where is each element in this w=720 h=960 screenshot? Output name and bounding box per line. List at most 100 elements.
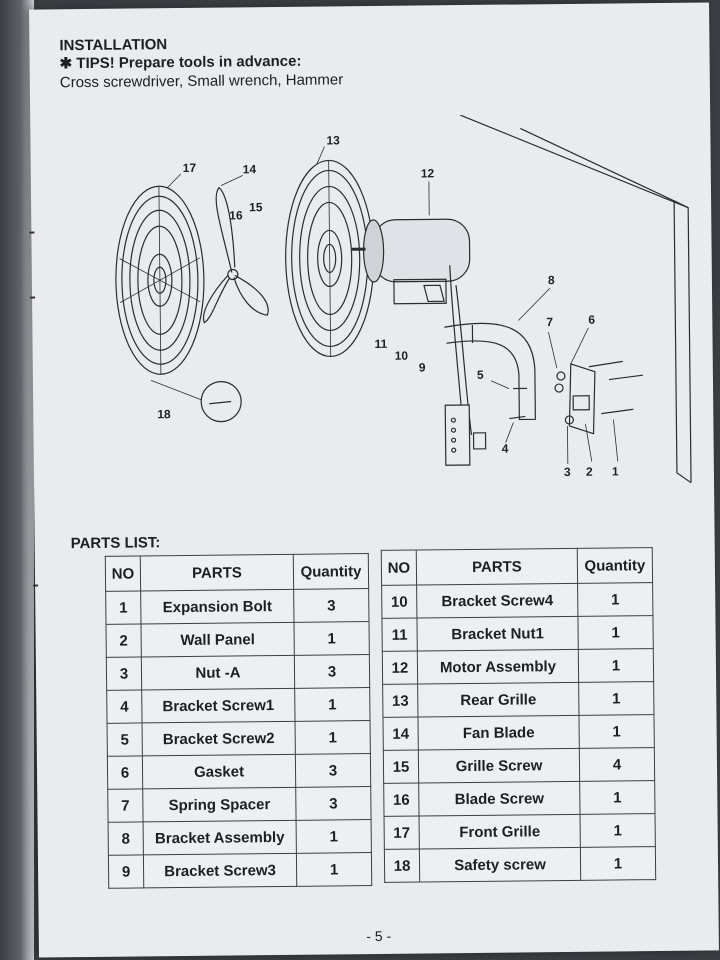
table-header-row: NO PARTS Quantity	[381, 547, 653, 586]
cell-part: Front Grille	[419, 814, 581, 850]
cell-no: 5	[107, 722, 143, 757]
header-parts: PARTS	[140, 554, 294, 591]
cell-no: 12	[382, 651, 418, 685]
cell-part: Bracket Screw2	[142, 721, 296, 756]
page-number: - 5 -	[366, 927, 392, 945]
callout-7: 7	[546, 315, 553, 329]
cell-part: Motor Assembly	[417, 649, 579, 685]
callout-4: 4	[502, 442, 509, 456]
cell-quantity: 4	[579, 747, 655, 782]
manual-page: INSTALLATION ✱ TIPS! Prepare tools in ad…	[29, 2, 719, 958]
callout-6: 6	[588, 313, 595, 327]
cell-no: 3	[106, 656, 142, 691]
cell-no: 9	[108, 854, 144, 889]
callout-9: 9	[419, 360, 426, 374]
cell-no: 4	[106, 689, 143, 724]
header-quantity: Quantity	[293, 553, 369, 590]
cell-no: 11	[381, 618, 418, 652]
cell-part: Expansion Bolt	[140, 589, 294, 624]
callout-16: 16	[229, 208, 243, 222]
wall-outline	[459, 114, 692, 484]
cell-part: Wall Panel	[140, 622, 295, 657]
table-header-row: NO PARTS Quantity	[105, 553, 369, 592]
cell-quantity: 1	[293, 621, 370, 656]
cell-no: 15	[383, 750, 419, 784]
exploded-view-diagram: 1 2 3 4 5 6 7 8 9 10 11 12 13 14 15 16 1…	[115, 114, 692, 484]
parts-list-title: PARTS LIST:	[70, 534, 161, 553]
wall-panel-drawing	[509, 360, 643, 435]
cell-no: 16	[383, 783, 420, 817]
cell-no: 18	[384, 849, 420, 883]
cell-no: 13	[382, 684, 418, 718]
cell-no: 14	[382, 717, 419, 751]
cell-part: Bracket Screw3	[143, 853, 297, 888]
cell-part: Safety screw	[419, 847, 581, 883]
cell-quantity: 3	[295, 786, 372, 821]
cell-quantity: 3	[295, 753, 371, 788]
header-no: NO	[105, 555, 141, 592]
cell-quantity: 1	[578, 714, 655, 749]
callout-17: 17	[183, 161, 197, 175]
cell-quantity: 1	[579, 780, 656, 815]
header-quantity: Quantity	[577, 547, 653, 584]
cell-part: Bracket Screw4	[416, 583, 578, 619]
power-cord-drawing	[444, 265, 487, 466]
callout-15: 15	[249, 200, 263, 214]
cell-part: Grille Screw	[418, 748, 580, 784]
rear-grille-drawing	[285, 159, 375, 358]
safety-screw-inset	[150, 379, 242, 423]
header-parts: PARTS	[416, 548, 578, 586]
cell-quantity: 1	[294, 687, 371, 722]
cell-part: Bracket Nut1	[416, 616, 579, 652]
callout-11: 11	[375, 337, 388, 351]
cell-quantity: 1	[578, 648, 654, 683]
callout-5: 5	[477, 368, 484, 382]
callout-3: 3	[564, 465, 571, 479]
callout-14: 14	[243, 162, 257, 176]
cell-no: 7	[107, 788, 144, 823]
callout-8: 8	[548, 273, 555, 287]
callout-10: 10	[395, 349, 409, 363]
callout-13: 13	[326, 133, 340, 147]
binding-mark	[29, 231, 35, 234]
binding-mark	[30, 296, 36, 299]
cell-part: Spring Spacer	[142, 787, 297, 822]
tools-line: Cross screwdriver, Small wrench, Hammer	[59, 71, 344, 92]
cell-part: Blade Screw	[418, 781, 581, 817]
cell-quantity: 1	[295, 720, 371, 755]
cell-part: Nut -A	[141, 655, 295, 690]
header-no: NO	[381, 550, 417, 586]
cell-part: Rear Grille	[417, 682, 579, 718]
cell-quantity: 1	[296, 852, 372, 887]
cell-quantity: 1	[296, 819, 372, 854]
installation-header: INSTALLATION ✱ TIPS! Prepare tools in ad…	[59, 34, 343, 93]
cell-quantity: 3	[294, 654, 370, 689]
cell-part: Gasket	[142, 754, 296, 789]
cell-no: 2	[105, 623, 142, 658]
bracket-assembly-drawing	[444, 322, 536, 421]
cell-quantity: 1	[578, 681, 654, 716]
callout-leaders	[166, 146, 619, 464]
cell-quantity: 1	[580, 813, 656, 848]
